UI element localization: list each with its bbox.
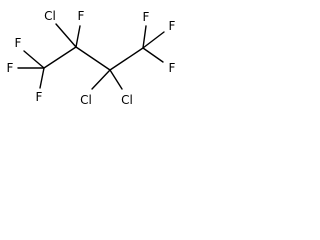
bond-c1-f-top [23, 50, 45, 69]
structure-diagram: Cl F F F F Cl Cl F F F [7, 9, 176, 107]
atom-cl-c3-left: Cl [80, 93, 92, 107]
atom-f-c1-bottom: F [36, 90, 43, 104]
bond-c4-f-top [142, 25, 147, 49]
bond-c2-cl [55, 23, 77, 48]
bond-c4-f-right [142, 47, 164, 63]
bond-c2-c3 [75, 46, 111, 71]
bond-c3-cl-right [109, 69, 123, 90]
atom-f-c4-right: F [169, 61, 176, 75]
bond-c3-cl-left [91, 69, 111, 90]
atom-cl-c3-right: Cl [121, 93, 133, 107]
bond-c3-c4 [109, 47, 144, 71]
bond-c1-c2 [43, 46, 77, 69]
bond-c2-f [75, 25, 81, 48]
atom-f-c4-right-top: F [169, 19, 176, 33]
bond-c1-f-bottom [39, 67, 45, 89]
atom-cl-c2: Cl [44, 9, 56, 23]
atom-f-c1-left: F [7, 61, 14, 75]
bond-c4-f-right-top [142, 31, 165, 49]
atom-f-c1-top: F [15, 36, 22, 50]
atom-f-c2: F [78, 9, 85, 23]
atom-f-c4-top: F [143, 10, 150, 24]
